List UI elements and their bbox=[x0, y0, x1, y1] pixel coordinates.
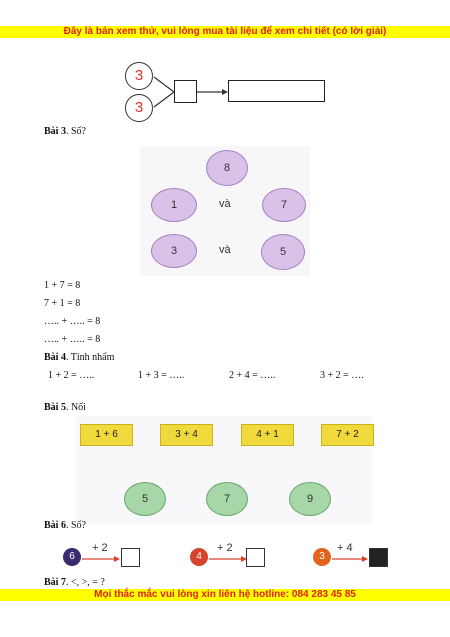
op-label-2: + 2 bbox=[217, 542, 233, 554]
arrow-3 bbox=[332, 556, 368, 562]
card-3: 4 + 1 bbox=[241, 424, 294, 446]
and-label-2: và bbox=[219, 244, 231, 256]
answer-rectangle bbox=[228, 80, 325, 102]
card-2: 3 + 4 bbox=[160, 424, 213, 446]
arrow-2 bbox=[209, 556, 247, 562]
card-4: 7 + 2 bbox=[321, 424, 374, 446]
bai3-line-3: ….. + ….. = 8 bbox=[44, 316, 101, 327]
bai5-heading: Bài 5. Nối bbox=[44, 402, 86, 413]
and-label-1: và bbox=[219, 198, 231, 210]
op-label-3: + 4 bbox=[337, 542, 353, 554]
oval-right-2: 5 bbox=[261, 234, 305, 270]
bai4-item-2: 1 + 3 = ….. bbox=[138, 370, 185, 381]
hotline-footer: Mọi thắc mắc vui lòng xin liên hệ hotlin… bbox=[0, 589, 450, 601]
bai4-item-4: 3 + 2 = …. bbox=[320, 370, 364, 381]
arrow-1 bbox=[82, 556, 120, 562]
circle-top: 3 bbox=[125, 62, 153, 90]
card-1: 1 + 6 bbox=[80, 424, 133, 446]
answer-box-1 bbox=[121, 548, 140, 567]
bai4-heading: Bài 4. Tính nhẩm bbox=[44, 352, 115, 363]
circle-bottom: 3 bbox=[125, 94, 153, 122]
bai7-heading: Bài 7. <, >, = ? bbox=[44, 577, 105, 588]
bai4-item-1: 1 + 2 = ….. bbox=[48, 370, 95, 381]
start-number-3: 3 bbox=[313, 548, 331, 566]
op-label-1: + 2 bbox=[92, 542, 108, 554]
circle-answer-2: 7 bbox=[206, 482, 248, 516]
answer-box-2 bbox=[246, 548, 265, 567]
oval-top: 8 bbox=[206, 150, 248, 186]
start-number-1: 6 bbox=[63, 548, 81, 566]
bai3-line-4: ….. + ….. = 8 bbox=[44, 334, 101, 345]
oval-right-1: 7 bbox=[262, 188, 306, 222]
bai3-line-2: 7 + 1 = 8 bbox=[44, 298, 81, 309]
circle-answer-1: 5 bbox=[124, 482, 166, 516]
preview-banner: Đây là bản xem thử, vui lòng mua tài liệ… bbox=[0, 26, 450, 38]
bai3-line-1: 1 + 7 = 8 bbox=[44, 280, 81, 291]
bai3-heading: Bài 3. Số? bbox=[44, 126, 86, 137]
bai4-item-3: 2 + 4 = ….. bbox=[229, 370, 276, 381]
oval-left-2: 3 bbox=[151, 234, 197, 268]
start-number-2: 4 bbox=[190, 548, 208, 566]
bai6-heading: Bài 6. Số? bbox=[44, 520, 86, 531]
oval-left-1: 1 bbox=[151, 188, 197, 222]
diagram-connectors bbox=[153, 76, 228, 108]
answer-square bbox=[174, 80, 197, 103]
circle-answer-3: 9 bbox=[289, 482, 331, 516]
answer-box-3 bbox=[369, 548, 388, 567]
